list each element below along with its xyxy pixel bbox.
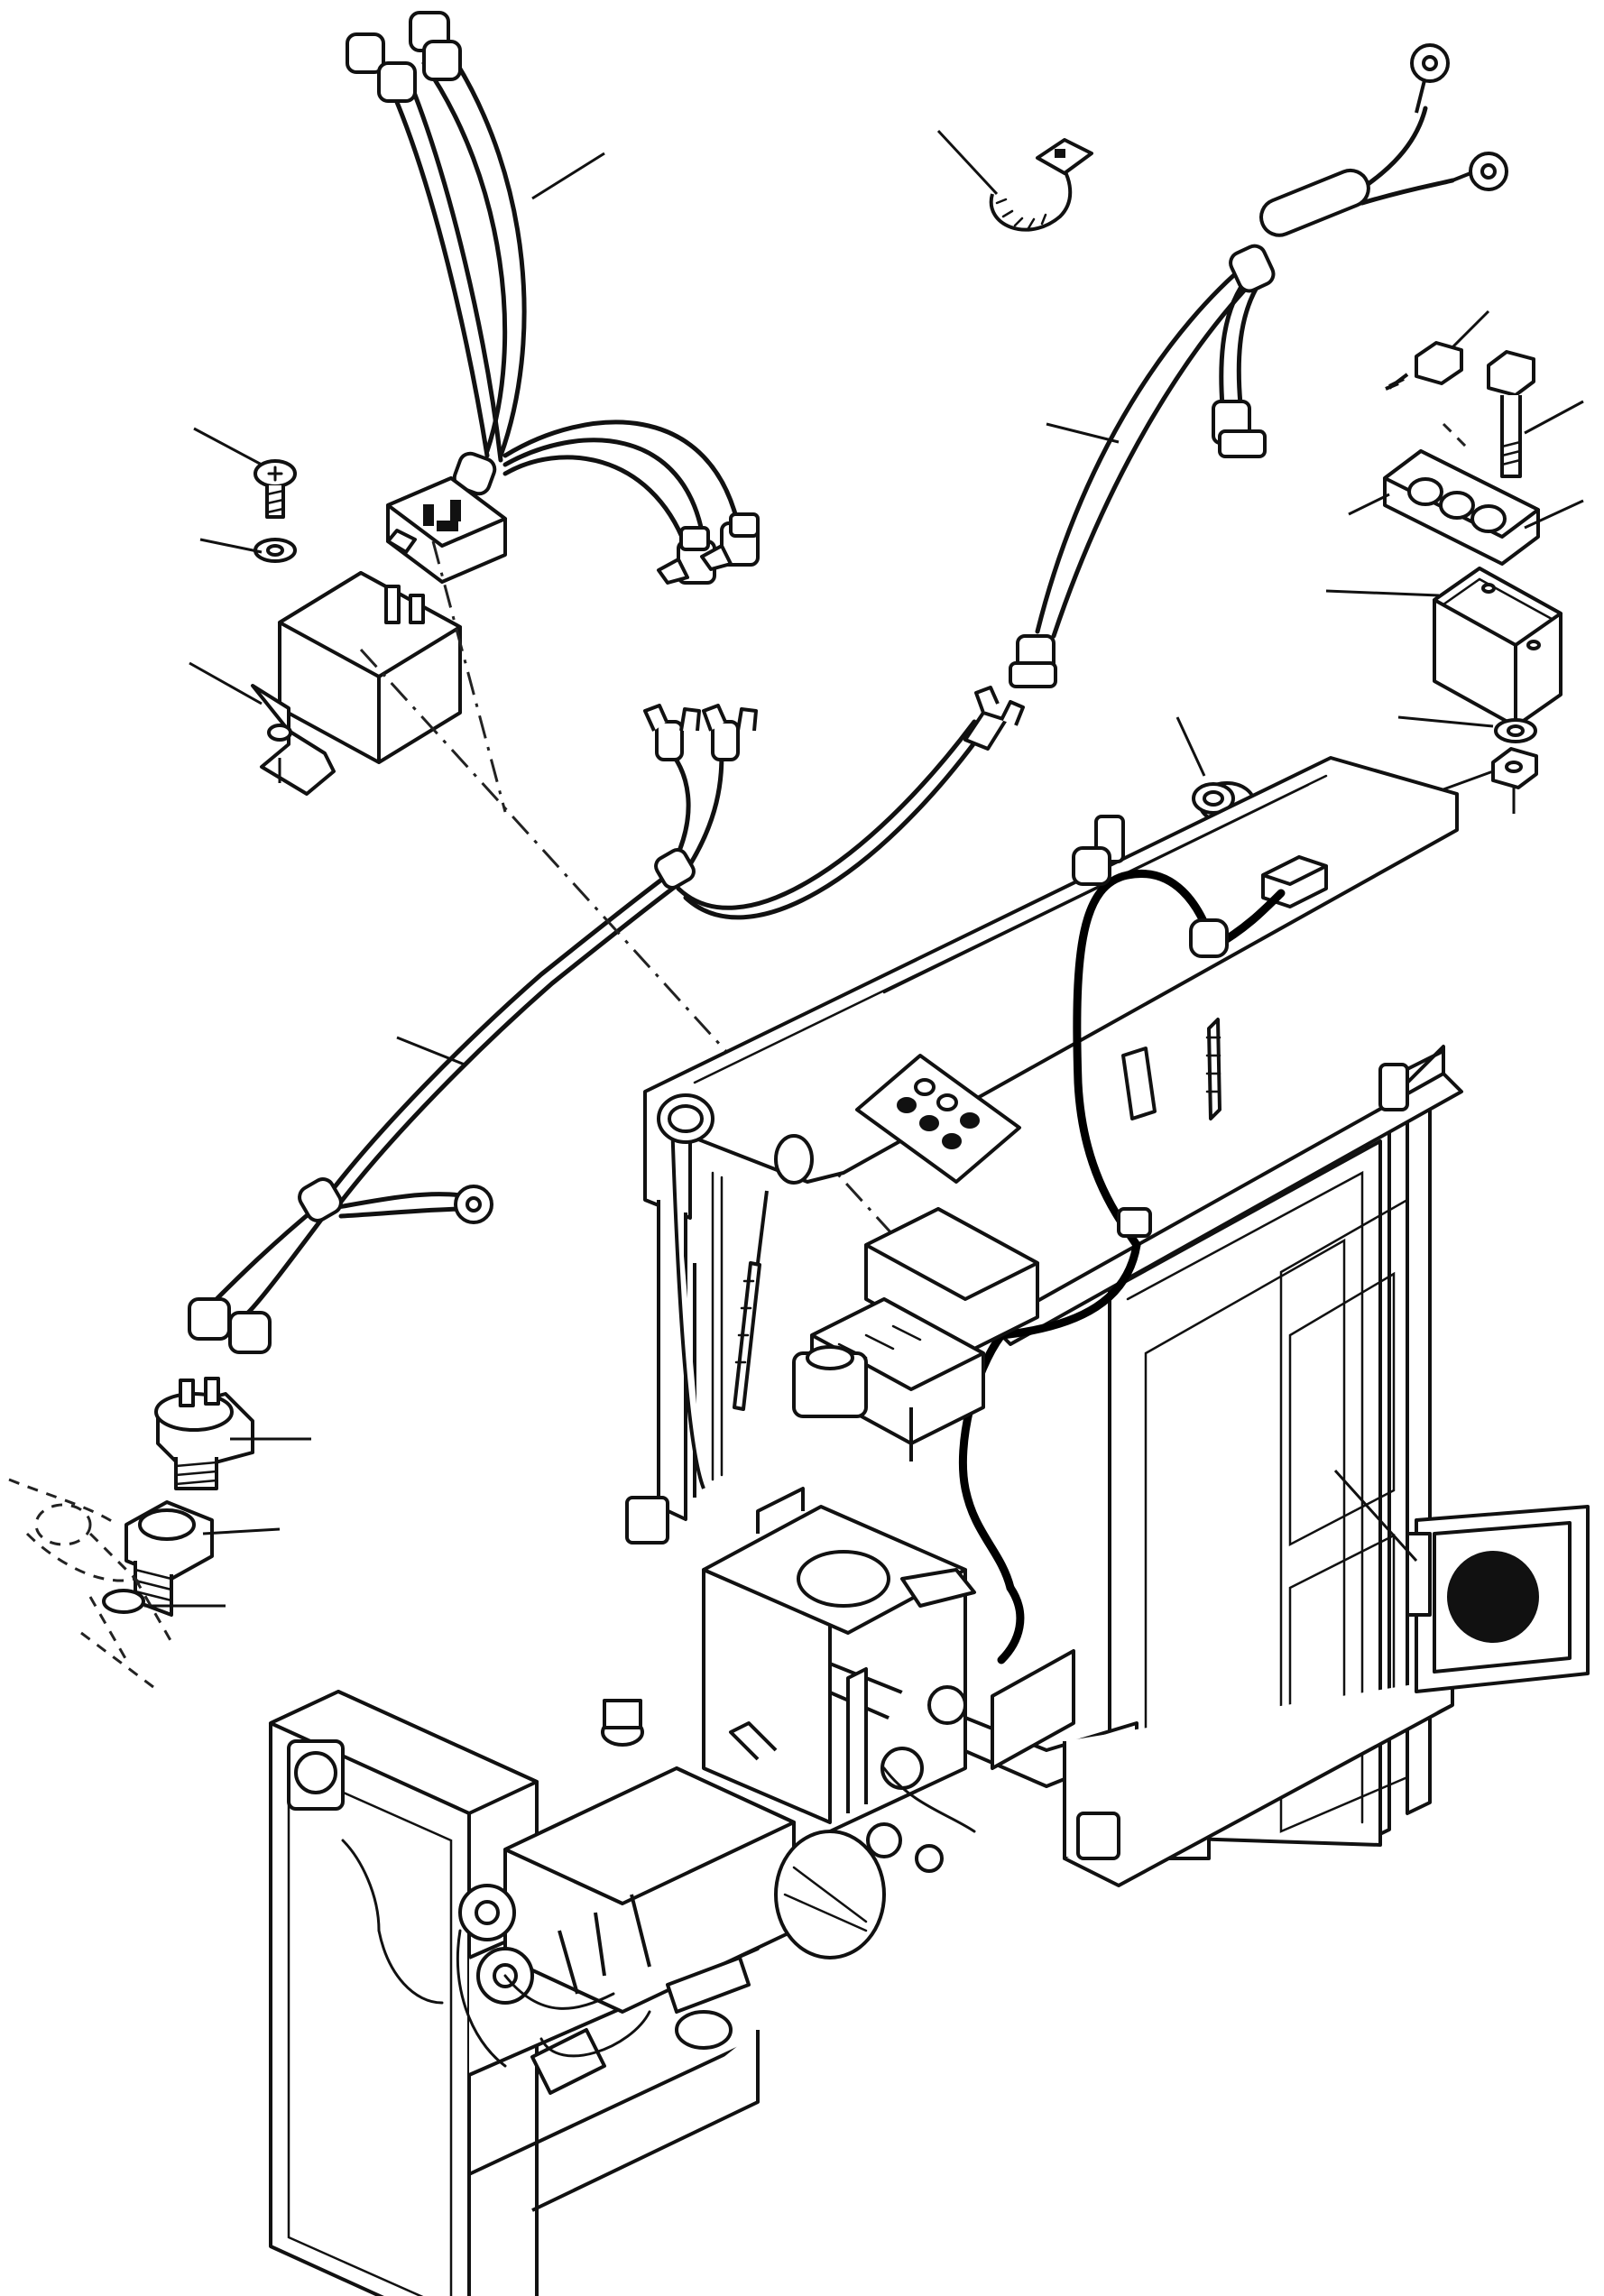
nut	[1443, 747, 1538, 814]
terminal-connector	[346, 11, 462, 103]
fuse-panel	[855, 1054, 1021, 1184]
rear-wiper	[1121, 1018, 1221, 1120]
engine-wiring	[341, 1583, 1025, 2068]
mounting-reference	[8, 1478, 173, 1689]
relay-screw	[254, 459, 297, 519]
harness-upper-right	[1009, 43, 1508, 688]
pressure-switch	[154, 1377, 311, 1490]
terminal-connector	[188, 1297, 272, 1354]
terminal-connector	[643, 686, 1025, 761]
relay-bracket	[251, 684, 336, 796]
wiper	[733, 1134, 814, 1411]
harness-upper-left	[346, 11, 760, 585]
relay	[278, 529, 462, 764]
o-ring	[102, 1589, 226, 1614]
switch-box	[1325, 567, 1563, 728]
washer	[1397, 715, 1537, 743]
relay-socket	[386, 476, 507, 584]
control-box	[792, 1207, 1039, 1462]
ring-terminal	[1410, 43, 1508, 191]
bolt	[1487, 350, 1584, 478]
terminal-connector	[1009, 400, 1267, 688]
switch-plate	[1348, 422, 1584, 566]
screw	[1385, 309, 1490, 391]
harness-main	[188, 686, 1025, 1354]
speaker-emblem	[657, 1093, 714, 1144]
terminal-connector	[657, 512, 760, 585]
radiator-cap	[601, 1699, 644, 1747]
ring-terminal	[454, 1185, 493, 1224]
leader-lines	[189, 152, 605, 783]
wire-clamp	[936, 129, 1093, 232]
speaker	[1333, 1469, 1590, 1693]
fuel-tank	[702, 1487, 967, 1833]
adapter	[124, 1500, 281, 1617]
relay-washer	[254, 538, 297, 563]
